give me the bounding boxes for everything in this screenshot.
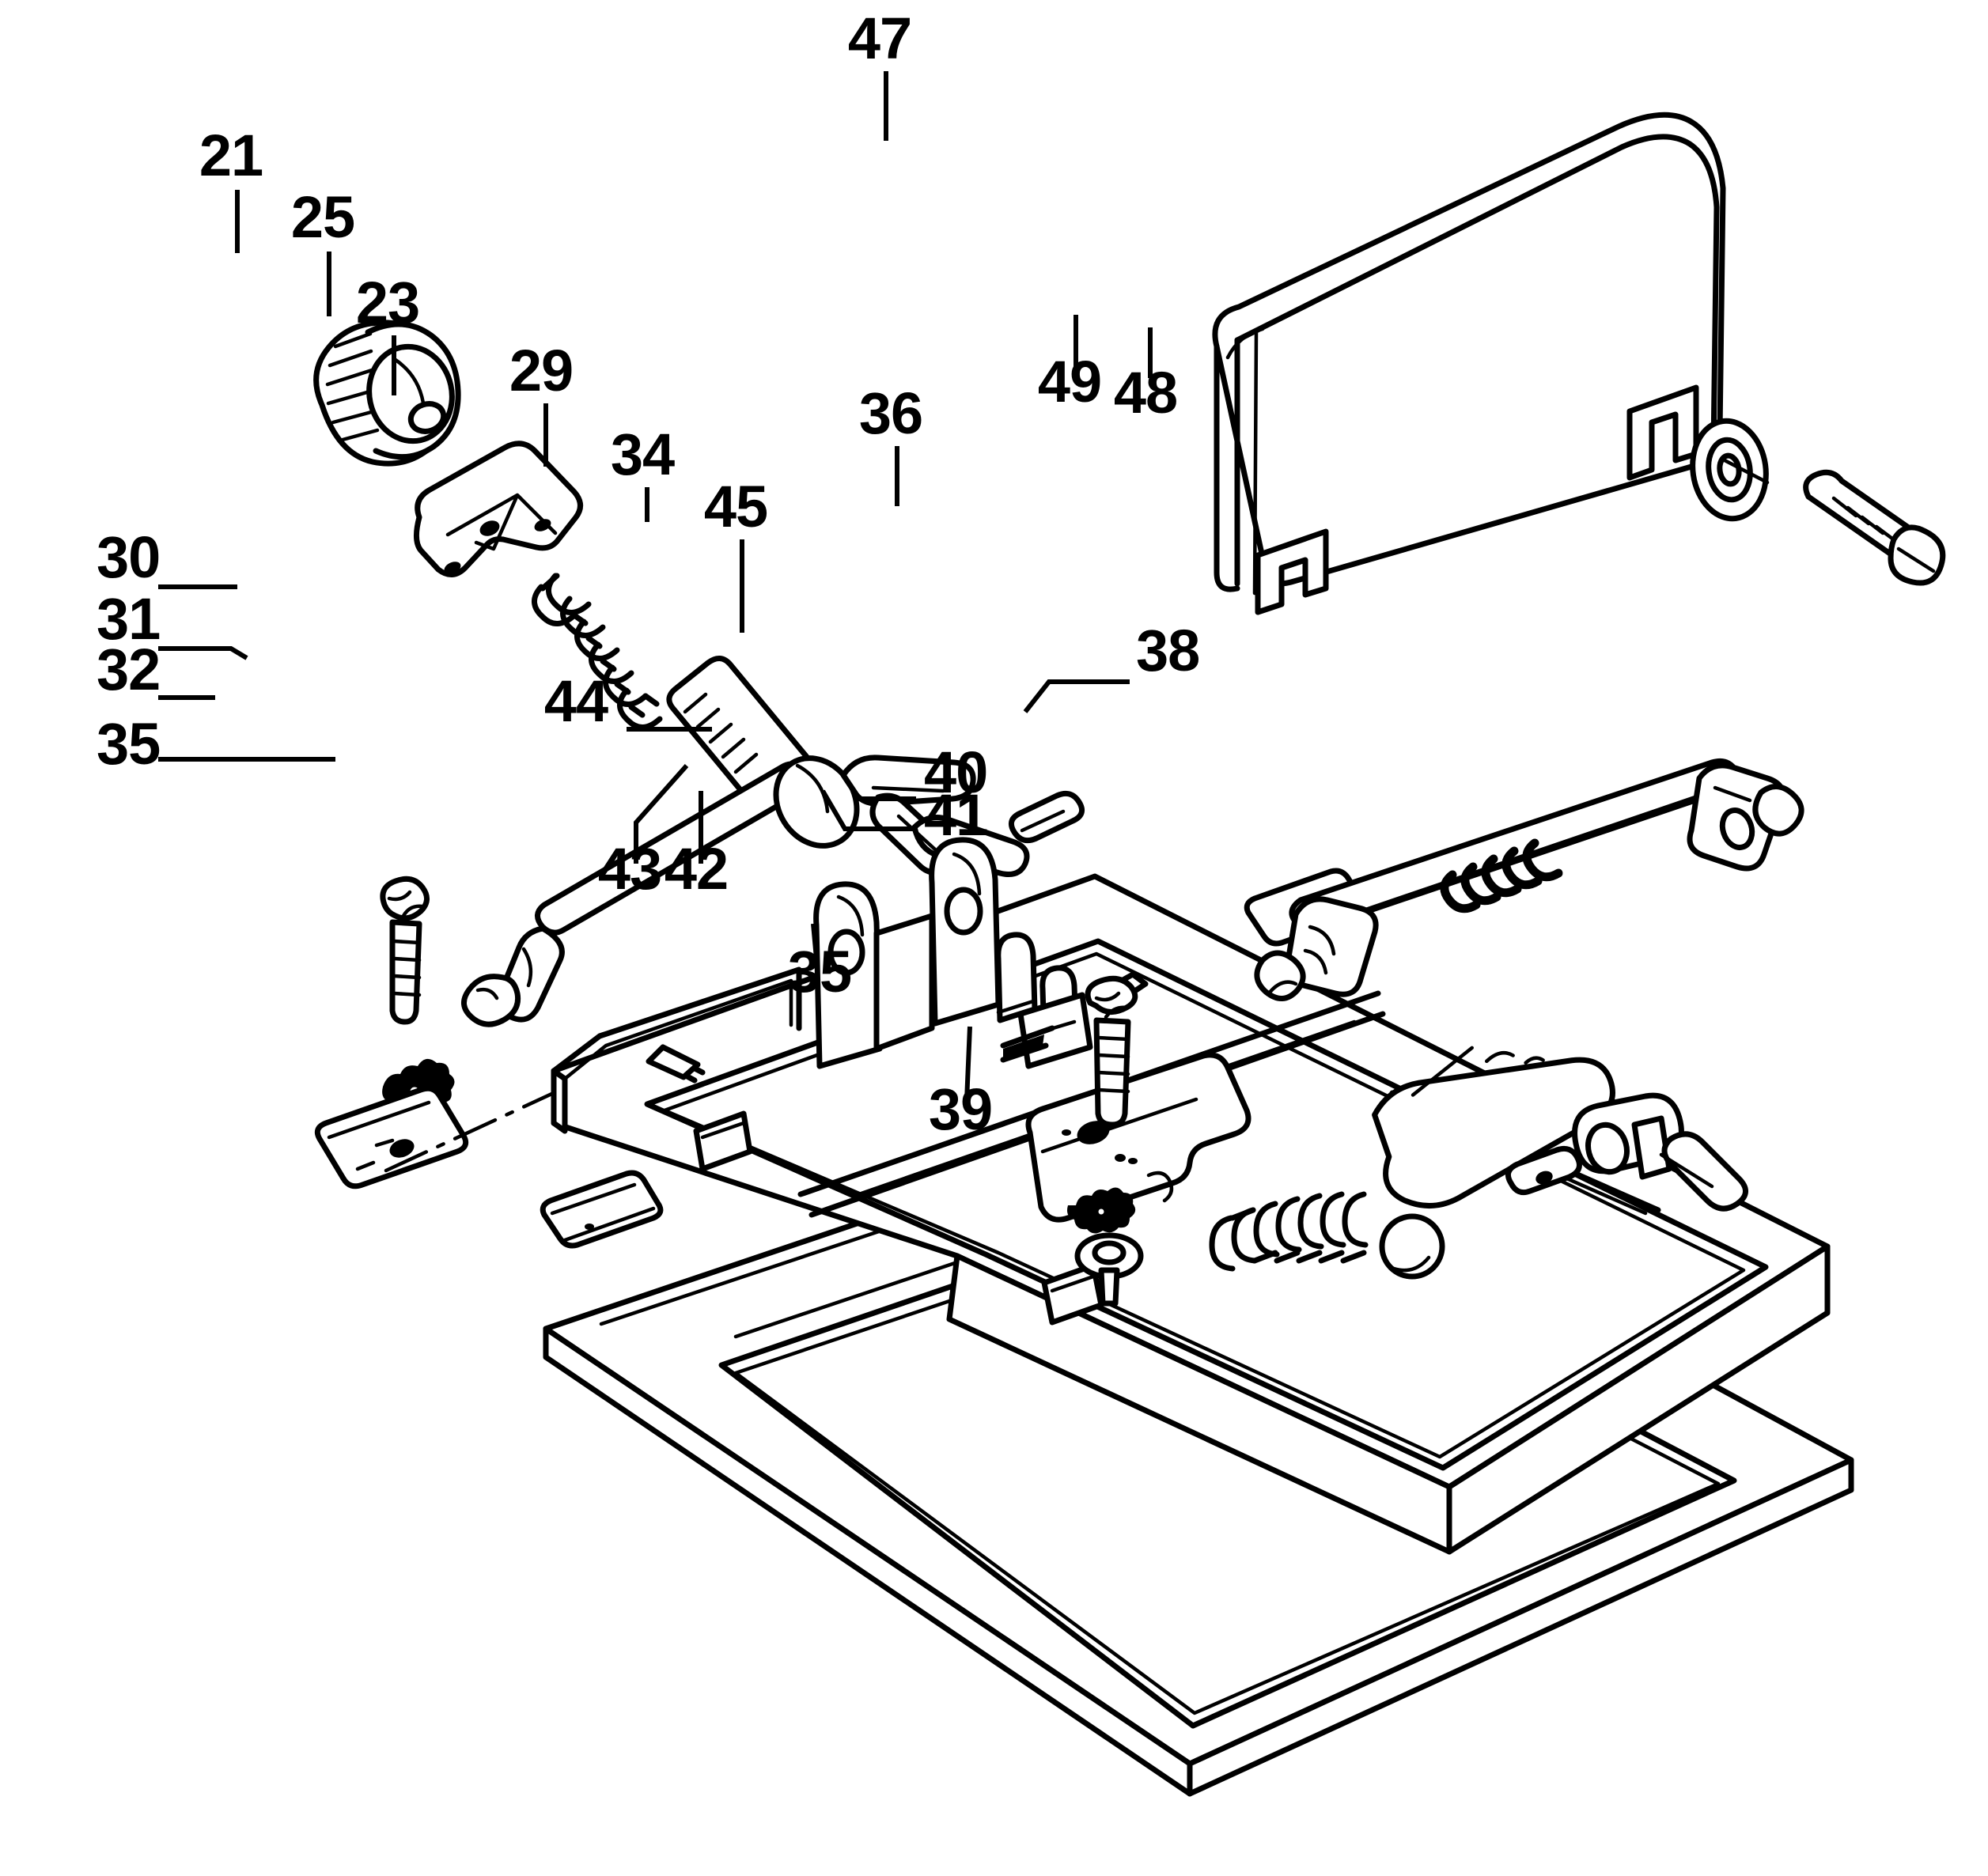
part-42-shoulder-washer [1074, 1232, 1144, 1307]
part-21-knurled-knob [313, 320, 461, 467]
part-41-detent-spring [1209, 1191, 1369, 1272]
callout-42: 42 [665, 836, 728, 902]
part-23-compression-spring [532, 573, 663, 730]
part-38-roller-guide-assembly [1372, 1046, 1748, 1212]
base-shoe-frame [551, 837, 1831, 1555]
part-36-guide-rod [1254, 758, 1804, 1001]
callout-44: 44 [544, 668, 608, 734]
callout-38: 38 [1136, 618, 1199, 683]
callout-25: 25 [291, 184, 354, 250]
callout-35: 35 [97, 711, 160, 777]
callout-43: 43 [598, 836, 661, 902]
callout-34: 34 [611, 422, 675, 487]
part-35-rubber-foot-pad-left [540, 1170, 664, 1249]
callout-39: 39 [929, 1076, 992, 1142]
callout-40: 40 [924, 739, 987, 805]
part-34-roll-pin [1008, 790, 1085, 844]
callout-47: 47 [848, 6, 911, 71]
callout-31: 31 [97, 586, 160, 652]
callout-23: 23 [356, 270, 419, 335]
part-49-flat-washer [1690, 418, 1770, 522]
callout-30: 30 [97, 524, 160, 590]
leader-lines [158, 71, 1153, 1102]
callout-35-right: 35 [788, 939, 851, 1004]
part-45-pan-head-screw [1085, 975, 1138, 1128]
callout-21: 21 [199, 123, 263, 188]
callout-48: 48 [1114, 360, 1177, 426]
callout-numbers: 21 25 23 29 34 45 36 47 49 48 30 31 32 3… [97, 6, 1200, 1142]
part-43-split-pin [1067, 1187, 1136, 1234]
callout-36: 36 [859, 380, 922, 446]
callout-49: 49 [1038, 349, 1101, 414]
part-30-adjustment-screw [380, 876, 430, 1025]
callout-29: 29 [509, 338, 573, 403]
part-44-latch-plate [1025, 1052, 1251, 1223]
part-40-detent-ball [1379, 1213, 1445, 1280]
callout-32: 32 [97, 637, 160, 702]
callout-45: 45 [704, 474, 767, 539]
part-29-bevel-lock-lever [461, 656, 1030, 1027]
part-47-blade-guard-cover [1212, 112, 1726, 615]
part-48-machine-screw [1803, 469, 1946, 586]
part-25-angle-bracket [414, 441, 583, 577]
callout-41: 41 [924, 782, 987, 848]
